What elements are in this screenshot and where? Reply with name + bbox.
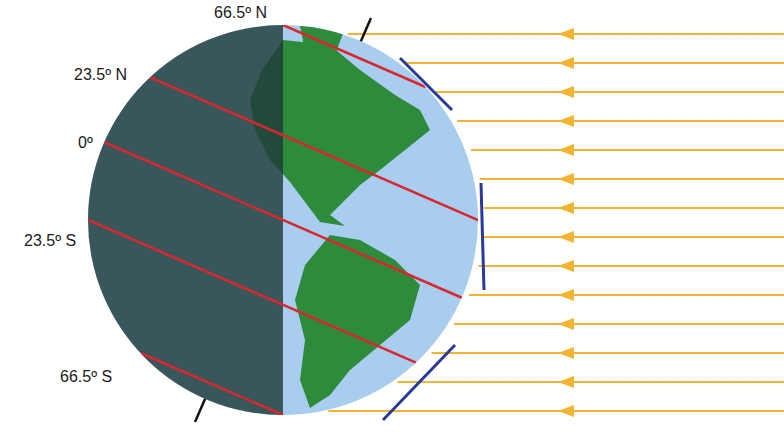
ray-arrowhead (558, 376, 574, 388)
night-side (0, 0, 283, 441)
ray-arrowhead (558, 86, 574, 98)
latitude-line (283, 25, 426, 87)
surface-bar (481, 183, 484, 290)
sun-ray (484, 207, 784, 209)
ray-arrowhead (558, 231, 574, 243)
sun-ray (436, 91, 784, 93)
sun-ray (471, 149, 784, 151)
ray-arrowhead (558, 318, 574, 330)
surface-bar (383, 345, 455, 420)
ray-arrowhead (558, 289, 574, 301)
latitude-label: 66.5º N (212, 4, 269, 22)
sun-ray (405, 62, 784, 64)
latitude-label: 66.5º S (58, 368, 114, 386)
latitude-line (104, 142, 462, 298)
latitude-line (140, 353, 283, 415)
latitude-label: 23.5º N (72, 66, 129, 84)
ray-arrowhead (558, 57, 574, 69)
ray-arrowhead (558, 144, 574, 156)
sun-ray (398, 381, 784, 383)
sun-ray (457, 120, 784, 122)
sun-ray (432, 352, 784, 354)
ray-arrowhead (558, 28, 574, 40)
latitude-line (88, 220, 416, 363)
latitude-label: 0º (76, 134, 95, 152)
ray-arrowhead (558, 115, 574, 127)
sun-ray (480, 178, 784, 180)
sun-ray (454, 323, 784, 325)
latitude-line (150, 77, 478, 220)
ray-arrowhead (558, 260, 574, 272)
sun-ray (328, 410, 784, 412)
latitude-lines (88, 25, 478, 415)
sun-ray (478, 265, 784, 267)
ray-arrowhead (558, 202, 574, 214)
latitude-label: 23.5º S (22, 232, 78, 250)
sun-ray (469, 294, 784, 296)
surface-bar (400, 58, 452, 110)
sun-ray (483, 236, 784, 238)
ray-arrowhead (558, 347, 574, 359)
south-america (295, 235, 420, 408)
ray-arrowhead (558, 405, 574, 417)
ray-arrowhead (558, 173, 574, 185)
